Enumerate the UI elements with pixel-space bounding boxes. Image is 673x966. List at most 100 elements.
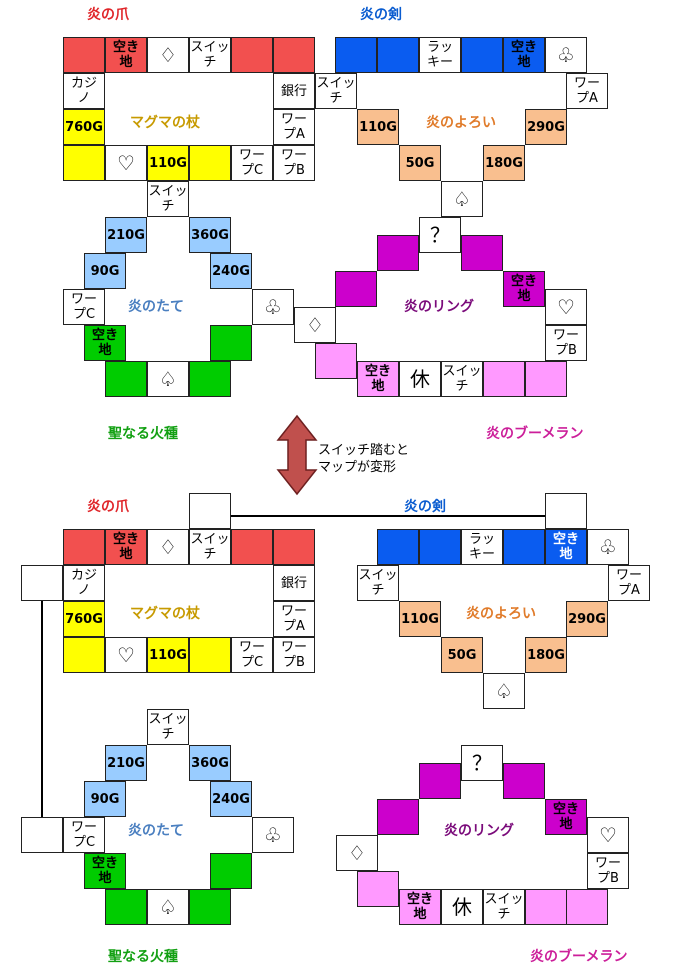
warp-blank-cell <box>21 817 63 853</box>
price-cell: 90G <box>84 781 126 817</box>
vacant-cell: 空き 地 <box>503 271 545 307</box>
spade-cell: ♤ <box>441 181 483 217</box>
vacant-cell: 空き 地 <box>84 853 126 889</box>
price-cell: 50G <box>441 637 483 673</box>
heart-cell: ♡ <box>587 817 629 853</box>
transform-arrow <box>276 414 318 496</box>
switch-cell: スイッ チ <box>483 889 525 925</box>
price-cell: 290G <box>525 109 567 145</box>
price-cell: 360G <box>189 217 231 253</box>
vacant-cell: 空き 地 <box>545 529 587 565</box>
staff-cell <box>189 145 231 181</box>
diamond-cell: ♢ <box>294 307 336 343</box>
price-cell: 760G <box>63 601 105 637</box>
label-staff-top: マグマの杖 <box>130 115 200 131</box>
label-shield-top: 炎のたて <box>128 299 184 315</box>
vacant-cell: 空き 地 <box>105 529 147 565</box>
claw-cell <box>273 37 315 73</box>
boomerang-cell <box>566 889 608 925</box>
label-ring-bottom: 炎のリング <box>444 823 514 839</box>
seed-cell <box>210 325 252 361</box>
label-claw-bottom: 炎の爪 <box>87 499 129 515</box>
label-shield-bottom: 炎のたて <box>128 823 184 839</box>
diamond-cell: ♢ <box>147 529 189 565</box>
vacant-cell: 空き 地 <box>84 325 126 361</box>
price-cell: 240G <box>210 781 252 817</box>
heart-cell: ♡ <box>105 145 147 181</box>
switch-cell: スイッ チ <box>147 709 189 745</box>
seed-cell <box>210 853 252 889</box>
bank-cell: 銀行 <box>273 565 315 601</box>
warp-cell: ワー プB <box>587 853 629 889</box>
price-cell: 240G <box>210 253 252 289</box>
warp-cell: ワー プA <box>273 109 315 145</box>
switch-cell: スイッ チ <box>315 73 357 109</box>
vacant-cell: 空き 地 <box>503 37 545 73</box>
sword-cell <box>419 529 461 565</box>
ring-cell <box>377 799 419 835</box>
warp-cell: ワー プB <box>273 145 315 181</box>
boomerang-cell <box>357 871 399 907</box>
ring-cell <box>335 271 377 307</box>
rest-cell: 休 <box>441 889 483 925</box>
staff-cell <box>63 637 105 673</box>
ring-cell <box>419 763 461 799</box>
warp-cell: ワー プA <box>273 601 315 637</box>
label-ring-top: 炎のリング <box>404 299 474 315</box>
seed-cell <box>105 889 147 925</box>
price-cell: 290G <box>566 601 608 637</box>
spade-cell: ♤ <box>147 889 189 925</box>
claw-cell <box>63 37 105 73</box>
claw-cell <box>63 529 105 565</box>
warp-cell: ワー プC <box>63 817 105 853</box>
club-cell: ♧ <box>252 817 294 853</box>
switch-cell: スイッ チ <box>357 565 399 601</box>
seed-cell <box>189 361 231 397</box>
price-cell: 110G <box>147 637 189 673</box>
spade-cell: ♤ <box>483 673 525 709</box>
label-staff-bottom: マグマの杖 <box>130 606 200 622</box>
price-cell: 760G <box>63 109 105 145</box>
claw-cell <box>231 37 273 73</box>
club-cell: ♧ <box>252 289 294 325</box>
vacant-cell: 空き 地 <box>105 37 147 73</box>
sword-cell <box>335 37 377 73</box>
warp-cell: ワー プB <box>273 637 315 673</box>
price-cell: 90G <box>84 253 126 289</box>
lucky-cell: ラッ キー <box>419 37 461 73</box>
warp-cell: ワー プA <box>608 565 650 601</box>
question-cell: ？ <box>461 745 503 781</box>
switch-cell: スイッ チ <box>189 37 231 73</box>
switch-cell: スイッ チ <box>441 361 483 397</box>
warp-cell: ワー プC <box>231 145 273 181</box>
label-claw-top: 炎の爪 <box>87 7 129 23</box>
warp-cell: ワー プC <box>63 289 105 325</box>
seed-cell <box>105 361 147 397</box>
casino-cell: カジ ノ <box>63 73 105 109</box>
vacant-cell: 空き 地 <box>357 361 399 397</box>
boomerang-cell <box>483 361 525 397</box>
warp-blank-cell <box>21 565 63 601</box>
switch-cell: スイッ チ <box>147 181 189 217</box>
club-cell: ♧ <box>587 529 629 565</box>
ring-cell <box>503 763 545 799</box>
staff-cell <box>63 145 105 181</box>
label-armor-top: 炎のよろい <box>426 115 496 131</box>
price-cell: 210G <box>105 745 147 781</box>
label-seed-bottom: 聖なる火種 <box>108 949 178 965</box>
casino-cell: カジ ノ <box>63 565 105 601</box>
transform-note: スイッチ踏むと マップが変形 <box>318 443 410 475</box>
vacant-cell: 空き 地 <box>399 889 441 925</box>
seed-cell <box>189 889 231 925</box>
ring-cell <box>377 235 419 271</box>
heart-cell: ♡ <box>105 637 147 673</box>
boomerang-cell <box>315 343 357 379</box>
warp-cell: ワー プA <box>566 73 608 109</box>
price-cell: 180G <box>525 637 567 673</box>
warp-cell: ワー プB <box>545 325 587 361</box>
label-boomerang-top: 炎のブーメラン <box>486 426 584 442</box>
price-cell: 50G <box>399 145 441 181</box>
diamond-cell: ♢ <box>336 835 378 871</box>
rest-cell: 休 <box>399 361 441 397</box>
